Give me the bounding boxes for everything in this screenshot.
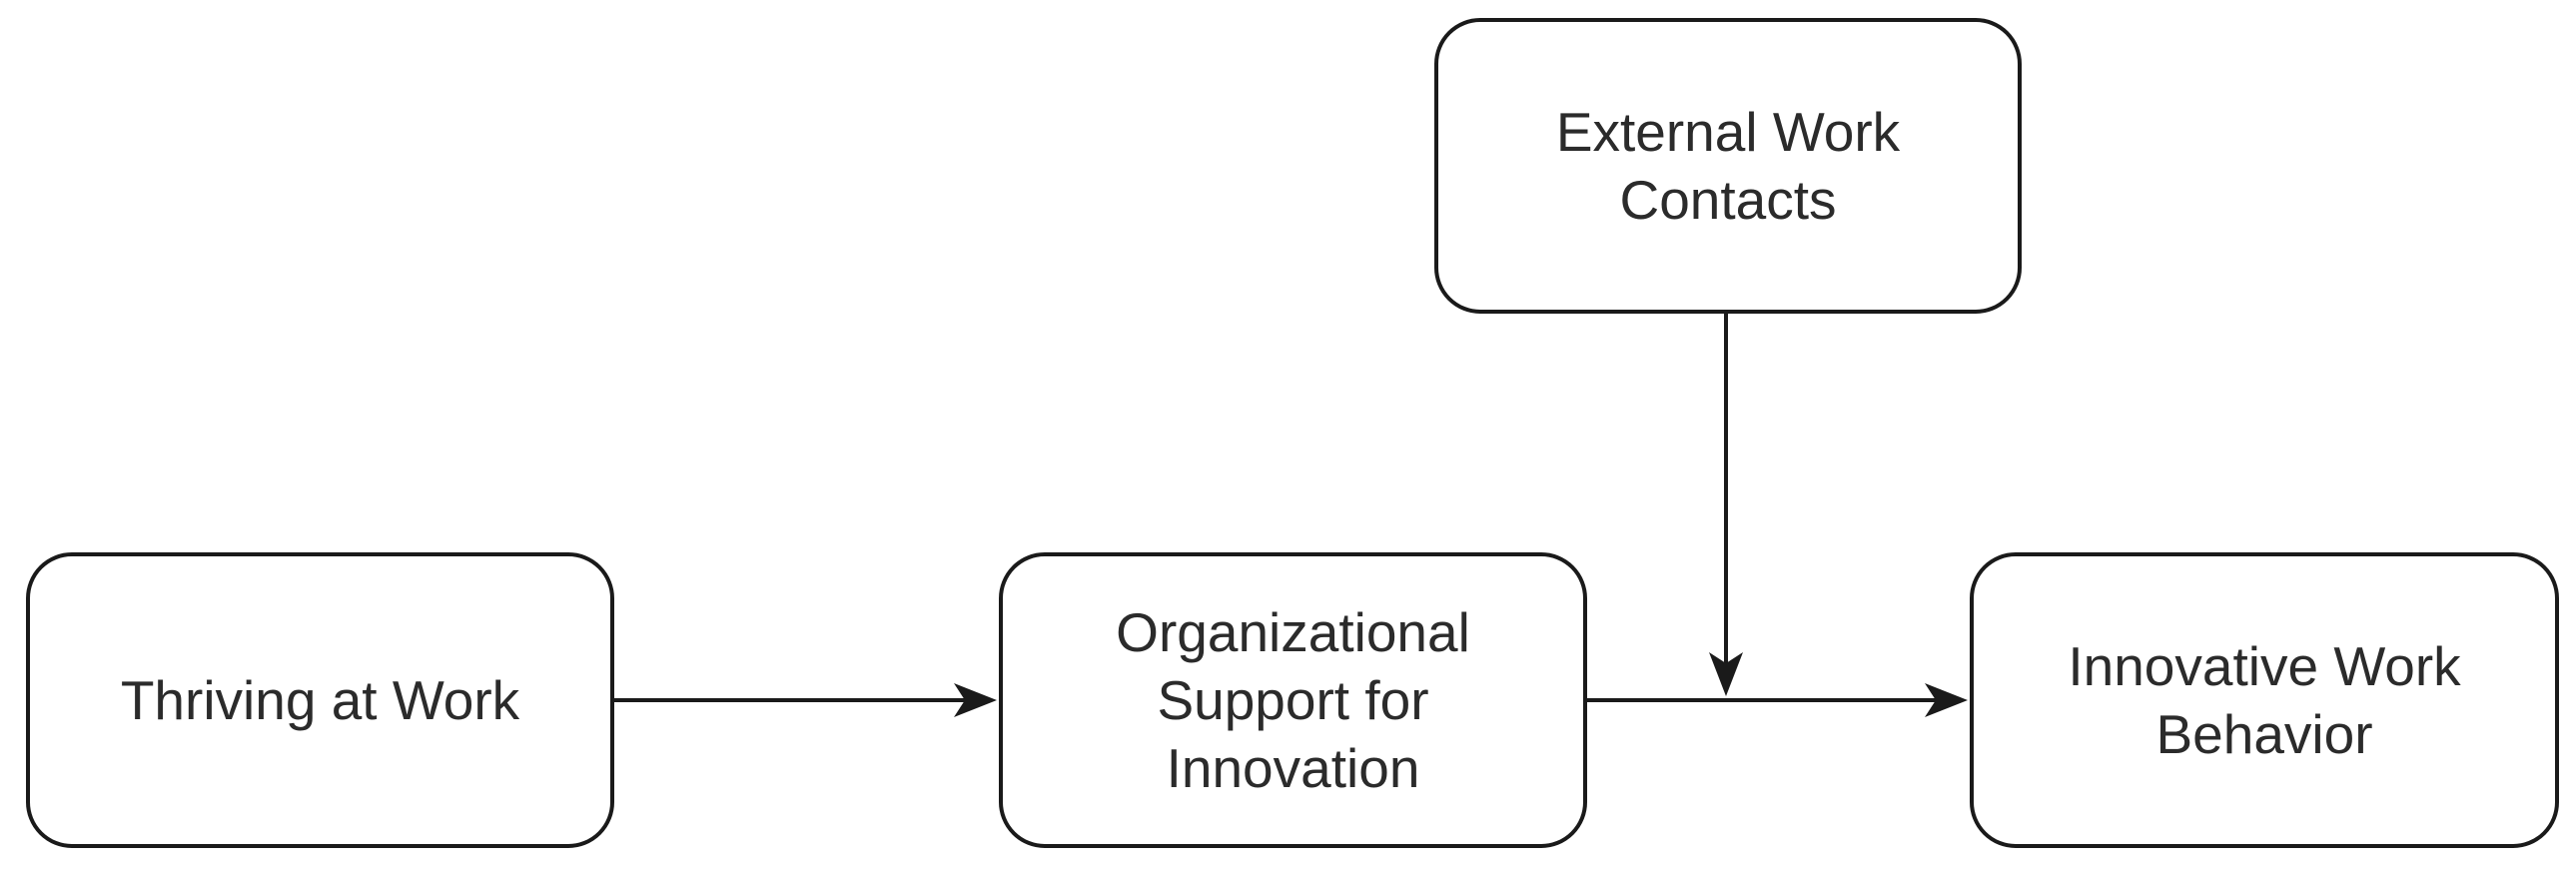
edge-thriving-to-support	[614, 683, 997, 717]
label-line: Contacts	[1619, 169, 1837, 231]
node-external-work-contacts: External Work Contacts	[1434, 18, 2022, 314]
node-organizational-support: Organizational Support for Innovation	[999, 552, 1587, 848]
label-line: External Work	[1555, 101, 1901, 163]
node-label: Organizational Support for Innovation	[1116, 598, 1470, 802]
edge-moderation-external	[1709, 314, 1743, 696]
label-line: Support for	[1157, 669, 1429, 731]
label-line: Organizational	[1116, 601, 1470, 663]
label-line: Innovation	[1166, 737, 1420, 799]
node-label: External Work Contacts	[1556, 98, 1900, 234]
node-thriving-at-work: Thriving at Work	[26, 552, 614, 848]
label-line: Behavior	[2155, 703, 2373, 765]
node-innovative-work-behavior: Innovative Work Behavior	[1970, 552, 2559, 848]
label-line: Thriving at Work	[120, 669, 520, 731]
arrowhead-icon	[1709, 652, 1743, 696]
arrowhead-icon	[954, 683, 997, 717]
node-label: Thriving at Work	[121, 666, 519, 734]
node-label: Innovative Work Behavior	[2068, 632, 2460, 768]
label-line: Innovative Work	[2068, 635, 2461, 697]
arrowhead-icon	[1925, 683, 1968, 717]
edge-support-to-iwb	[1587, 683, 1968, 717]
